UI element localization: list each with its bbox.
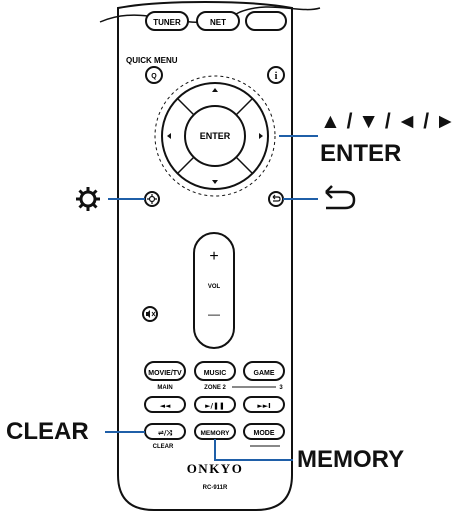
- forward-icon: ►►I: [257, 402, 270, 410]
- main-label: MAIN: [157, 385, 172, 391]
- game-button[interactable]: [243, 361, 285, 381]
- volume-plus-label[interactable]: +: [209, 248, 218, 265]
- gear-icon: [76, 187, 100, 211]
- brand-logo: ONKYO: [187, 461, 244, 476]
- arrows-callout: ▲ / ▼ / ◄ / ►: [320, 110, 456, 133]
- return-arrow-icon: [272, 194, 281, 202]
- movie-tv-button[interactable]: [144, 361, 186, 381]
- return-button[interactable]: [268, 191, 284, 207]
- zone-3-label: 3: [279, 385, 283, 391]
- dpad-divider: [177, 98, 195, 116]
- enter-callout: ENTER: [320, 140, 402, 167]
- enter-button[interactable]: [184, 105, 246, 167]
- enter-button-label: ENTER: [200, 131, 231, 141]
- rewind-icon: ◄◄: [160, 402, 171, 410]
- clear-callout: CLEAR: [6, 418, 89, 445]
- music-button[interactable]: [194, 361, 236, 381]
- q-button-label: Q: [151, 73, 157, 80]
- dpad-divider: [235, 98, 253, 116]
- left-arrow-icon[interactable]: [167, 133, 171, 139]
- tuner-button[interactable]: [145, 11, 189, 31]
- q-button[interactable]: [145, 66, 163, 84]
- play-pause-icon: ►/❚❚: [205, 402, 225, 410]
- zone2-label: ZONE 2: [204, 385, 226, 391]
- memory-button-label: MEMORY: [200, 430, 230, 437]
- volume-minus-label[interactable]: —: [208, 307, 220, 321]
- tuner-button-label: TUNER: [153, 18, 181, 27]
- top-right-button[interactable]: [245, 11, 287, 31]
- music-label: MUSIC: [204, 370, 227, 377]
- model-number: RC-911R: [203, 485, 228, 491]
- dpad: ENTER: [154, 75, 276, 197]
- quick-menu-label: QUICK MENU: [126, 56, 178, 65]
- info-button[interactable]: [267, 66, 285, 84]
- right-arrow-icon[interactable]: [259, 133, 263, 139]
- mute-icon: [146, 310, 156, 318]
- net-button[interactable]: [196, 11, 240, 31]
- forward-button[interactable]: [243, 396, 285, 413]
- dpad-divider: [177, 156, 195, 174]
- play-pause-button[interactable]: [194, 396, 236, 413]
- up-arrow-icon[interactable]: [212, 88, 218, 92]
- top-button-row: TUNER NET: [145, 11, 287, 31]
- memory-callout: MEMORY: [297, 446, 405, 473]
- gear-icon: [147, 194, 157, 204]
- repeat-shuffle-icon: ⇌/⤨: [158, 429, 172, 437]
- rewind-button[interactable]: [144, 396, 186, 413]
- mode-button[interactable]: [243, 423, 285, 440]
- down-arrow-icon[interactable]: [212, 180, 218, 184]
- info-button-label: i: [275, 71, 278, 82]
- leader-line-memory: [214, 439, 293, 461]
- dpad-divider: [235, 156, 253, 174]
- return-arrow-icon: [325, 185, 356, 210]
- volume-label: VOL: [208, 284, 221, 290]
- volume-rocker[interactable]: [193, 232, 235, 349]
- dpad-dashed-ring: [154, 75, 276, 197]
- net-button-label: NET: [210, 18, 226, 27]
- movie-tv-label: MOVIE/TV: [148, 370, 182, 377]
- clear-small-label: CLEAR: [153, 444, 174, 450]
- game-label: GAME: [254, 370, 275, 377]
- mode-button-label: MODE: [254, 430, 275, 437]
